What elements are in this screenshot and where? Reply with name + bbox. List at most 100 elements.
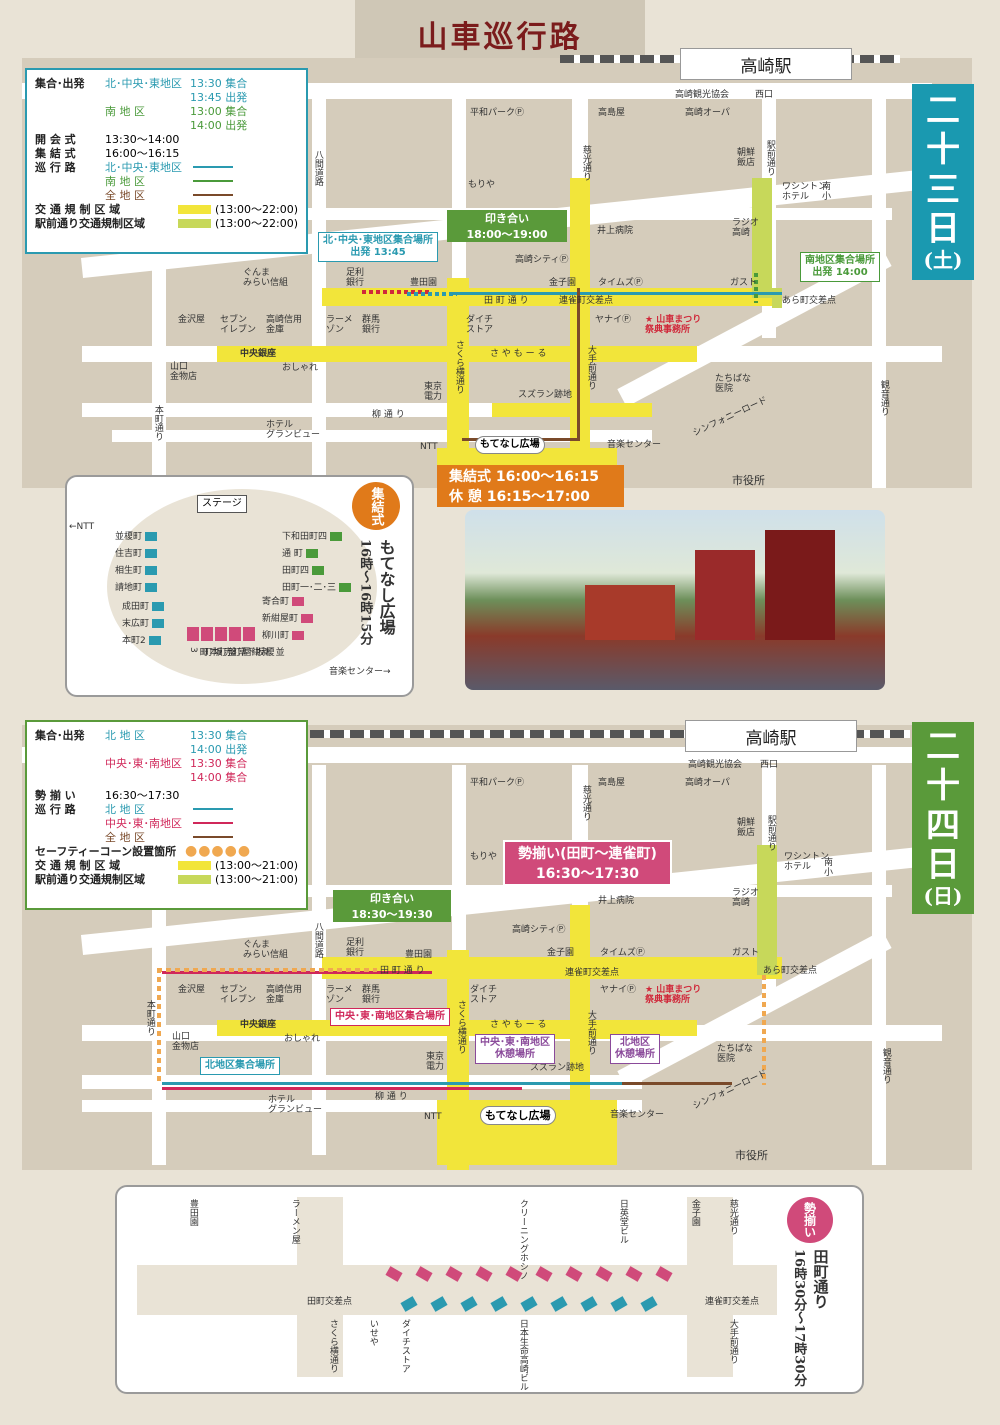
- map-label: 田 町 通 り: [484, 296, 529, 306]
- map-label: NTT: [424, 1112, 442, 1122]
- map-label: 市役所: [735, 1149, 768, 1162]
- map-label: 南 小: [822, 182, 832, 203]
- float-item: 住吉町: [115, 549, 160, 559]
- map-label: タイムズⓅ: [600, 948, 645, 958]
- map-label: 高島屋: [598, 108, 626, 118]
- map-label: 音楽センター: [607, 440, 662, 450]
- map-label: ヤナイⓅ: [600, 985, 637, 995]
- office-label: ★ 山車まつり 祭典事務所: [645, 985, 702, 1006]
- map-label: 高崎観光協会: [675, 90, 730, 100]
- map-label: 朝鮮 飯店: [737, 818, 756, 839]
- road-label: さ や も ー る: [490, 1020, 547, 1030]
- map-label: ダイチ ストア: [466, 315, 494, 336]
- map-label: セブン イレブン: [220, 315, 257, 336]
- float-item: 並榎坂下: [243, 647, 284, 656]
- central-rest-tag: 中央･東･南地区休憩場所: [475, 1034, 555, 1064]
- float-item: 末広町: [122, 619, 167, 629]
- float-item: 柳川町: [262, 631, 307, 641]
- map-label: おしゃれ: [284, 1034, 321, 1044]
- landmark-label: 日本生命高崎ビル: [517, 1319, 528, 1391]
- map-label: 平和パークⓅ: [470, 108, 525, 118]
- map-label: 金沢屋: [178, 315, 206, 325]
- plaza-title: もてなし広場: [376, 539, 396, 635]
- float-item: 通 町: [282, 549, 321, 559]
- map-label: 豊田園: [410, 278, 438, 288]
- map-label: 足利 銀行: [346, 268, 365, 289]
- map-label: ホテル グランビュー: [266, 420, 321, 441]
- map-label: 金沢屋: [178, 985, 206, 995]
- ntt-arrow-label: ←NTT: [69, 522, 95, 532]
- road-label: 柳 通 り: [372, 410, 405, 420]
- map-label: スズラン跡地: [530, 1063, 585, 1073]
- road-label: 駅前通り: [765, 815, 776, 851]
- map-label: ラーメ ゾン: [326, 985, 353, 1006]
- north-gather-tag: 北･中央･東地区集合場所出発 13:45: [318, 232, 438, 262]
- office-label: ★ 山車まつり 祭典事務所: [645, 315, 702, 336]
- road-label: さ や も ー る: [490, 349, 547, 359]
- map-label: 連雀町交差点: [559, 296, 614, 306]
- map-label: ガスト: [732, 948, 760, 958]
- central-gather-tag: 中央･東･南地区集合場所: [330, 1008, 450, 1026]
- float-item: 新紺屋町: [262, 614, 316, 624]
- page-title-box: 山車巡行路: [355, 0, 645, 68]
- road-label: 観音通り: [878, 380, 889, 416]
- landmark-label: 金子園: [689, 1199, 700, 1226]
- north-gather-tag-day2: 北地区集合場所: [200, 1057, 280, 1075]
- motenashi-label: もてなし広場: [475, 436, 545, 454]
- seizoroi-badge: 勢揃い: [787, 1197, 833, 1243]
- map-label: 高崎シティⓅ: [515, 255, 569, 265]
- map-label: 朝鮮 飯店: [737, 148, 756, 169]
- map-label: 群馬 銀行: [362, 315, 381, 336]
- map-label: 山口 金物店: [170, 362, 198, 383]
- float-item: 請地町: [115, 583, 160, 593]
- map-label: 井上病院: [598, 896, 635, 906]
- stage-label: ステージ: [197, 495, 247, 513]
- map-label: ワシントン ホテル: [782, 182, 828, 203]
- map-label: おしゃれ: [282, 363, 319, 373]
- road-label: 八間道路: [312, 150, 323, 186]
- page-title: 山車巡行路: [417, 20, 583, 55]
- map-label: タイムズⓅ: [598, 278, 643, 288]
- map-label: あら町交差点: [782, 296, 837, 306]
- map-label: 山口 金物店: [172, 1032, 200, 1053]
- float-item: 常盤町: [215, 647, 246, 656]
- map-label: ぐんま みらい信組: [243, 268, 289, 289]
- map-label: NTT: [420, 442, 438, 452]
- landmark-label: いせや: [367, 1319, 378, 1346]
- float-item: 赤坂町: [201, 647, 232, 656]
- map-label: スズラン跡地: [518, 390, 573, 400]
- map-label: 西口: [755, 90, 774, 100]
- map-label: ワシントン ホテル: [784, 852, 830, 873]
- map-label: 金子園: [549, 278, 577, 288]
- road-label: 観音通り: [880, 1048, 891, 1084]
- float-item: 本町2: [122, 636, 164, 646]
- road-label: 慈光通り: [580, 145, 591, 181]
- road-label: 本町通り: [144, 1000, 155, 1036]
- landmark-label: 日英堂ビル: [617, 1199, 628, 1244]
- map-label: ラジオ 高崎: [732, 888, 759, 909]
- south-gather-tag: 南地区集合場所出発 14:00: [800, 252, 880, 282]
- landmark-label: 豊田園: [187, 1199, 198, 1226]
- landmark-label: ダイチストア: [399, 1319, 410, 1373]
- float-item: 相生町: [115, 566, 160, 576]
- map-label: 高崎シティⓅ: [512, 925, 566, 935]
- float-item: 本町3: [187, 647, 218, 656]
- right-intersection: 連雀町交差点: [705, 1297, 760, 1307]
- map-label: 連雀町交差点: [565, 968, 620, 978]
- day1-label: 二十三日(土): [912, 84, 974, 280]
- map-label: セブン イレブン: [220, 985, 257, 1006]
- map-label: 東京 電力: [426, 1052, 445, 1073]
- map-label: ヤナイⓅ: [595, 315, 632, 325]
- map-label: 音楽センター: [610, 1110, 665, 1120]
- map-label: 東京 電力: [424, 382, 443, 403]
- day2-label: 二十四日(日): [912, 722, 974, 914]
- plaza-panel: ステージ ←NTT 音楽センター→ 並榎町住吉町相生町請地町 下和田町四通 町田…: [65, 475, 414, 697]
- tamachi-panel: 田町交差点 連雀町交差点 豊田園ラーメン屋クリーニングホシノ日英堂ビル金子園慈光…: [115, 1185, 864, 1394]
- road-label: 大手前通り: [585, 345, 596, 390]
- takasaki-station: 高崎駅: [685, 720, 857, 752]
- map-label: ラーメ ゾン: [326, 315, 353, 336]
